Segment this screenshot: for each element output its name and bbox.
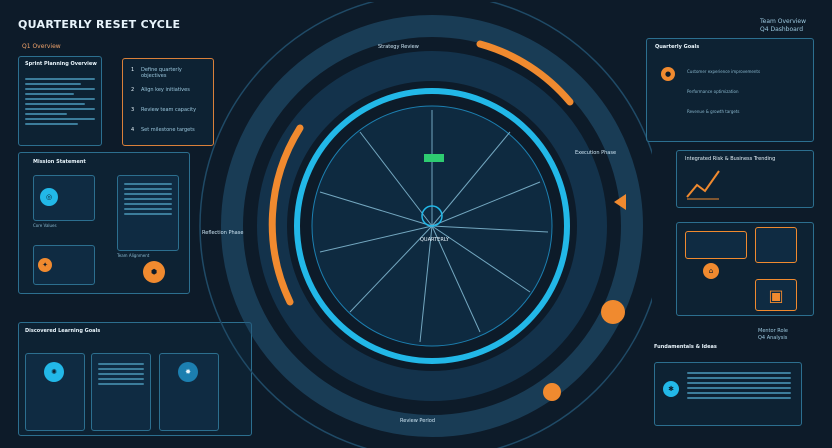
center-bottom-label: Review Period (400, 418, 436, 424)
page-title: QUARTERLY RESET CYCLE (18, 18, 181, 31)
left-orange-arc (268, 124, 304, 306)
goal-icon-1: ● (661, 67, 675, 81)
globe-icon: ◎ (40, 188, 58, 206)
outer-ring (199, 2, 652, 448)
spark-icon: ✸ (178, 362, 198, 382)
side-label: Mentor Role Q4 Analysis (758, 328, 788, 341)
fundamentals-title: Fundamentals & Ideas (654, 344, 717, 350)
goal-2: Performance optimization (687, 89, 739, 94)
step-2-label: Align key initiatives (141, 87, 190, 93)
step-3-number: 3 (131, 107, 135, 113)
mission-panel: Mission Statement ◎ Core Values ✦ Team A… (18, 152, 190, 294)
top-right-label: Team Overview Q4 Dashboard (760, 18, 807, 33)
learning-card-2 (91, 353, 151, 431)
risk-details-panel: ⌂ ▣ (676, 222, 814, 316)
planning-panel: Sprint Planning Overview (18, 56, 102, 146)
right-arrow-icon (614, 194, 626, 210)
mission-card-3: ✦ (33, 245, 95, 285)
inner-spokes (319, 110, 549, 343)
goals-title: Quarterly Goals (655, 44, 700, 50)
center-top-label: Strategy Review (378, 44, 419, 50)
hexagon-icon: ⬢ (143, 261, 165, 283)
target-icon: ✦ (38, 258, 52, 272)
step-1-label: Define quarterly objectives (141, 67, 182, 79)
risk-panel: Integrated Risk & Business Trending (676, 150, 814, 208)
mission-card-2-lines (124, 180, 172, 218)
learning-card-1: ✺ (25, 353, 85, 431)
orange-node-2 (543, 383, 561, 401)
center-left-label: Reflection Phase (202, 230, 244, 236)
step-3-label: Review team capacity (141, 107, 197, 113)
mission-card-1: ◎ (33, 175, 95, 221)
risk-card-1 (685, 231, 747, 259)
bulb-icon: ✱ (663, 381, 679, 397)
page-subtitle: Q1 Overview (22, 43, 61, 50)
step-4-number: 4 (131, 127, 135, 133)
network-icon: ✺ (44, 362, 64, 382)
steps-panel: 1 Define quarterly objectives 2 Align ke… (122, 58, 214, 146)
goal-1: Customer experience improvements (687, 69, 761, 74)
top-orange-arc (476, 40, 574, 106)
center-emblem-icon (421, 205, 443, 227)
center-label: QUARTERLY (420, 237, 449, 243)
learning-card-3: ✸ (159, 353, 219, 431)
planning-lines (25, 75, 95, 128)
center-right-label: Execution Phase (575, 150, 617, 156)
mission-item-2: Team Alignment (117, 253, 150, 258)
cycle-diagram (199, 2, 652, 448)
step-2-number: 2 (131, 87, 135, 93)
center-badge (424, 154, 444, 162)
goal-3: Revenue & growth targets (687, 109, 740, 114)
orange-node-1 (601, 300, 625, 324)
learning-panel: Discovered Learning Goals ✺ ✸ (18, 322, 252, 436)
learning-title: Discovered Learning Goals (25, 328, 101, 334)
planning-panel-title: Sprint Planning Overview (25, 61, 97, 67)
learning-card-2-lines (98, 360, 144, 388)
mission-title: Mission Statement (33, 159, 86, 165)
growth-chart-icon (686, 170, 720, 200)
risk-card-3: ▣ (755, 279, 797, 311)
risk-title: Integrated Risk & Business Trending (685, 156, 776, 162)
fundamentals-lines (687, 369, 791, 402)
goals-panel: Quarterly Goals ● Customer experience im… (646, 38, 814, 142)
step-1-number: 1 (131, 67, 135, 73)
mission-item-1: Core Values (33, 223, 57, 228)
home-icon: ⌂ (703, 263, 719, 279)
fundamentals-panel: ✱ (654, 362, 802, 426)
risk-card-2 (755, 227, 797, 263)
mission-card-2 (117, 175, 179, 251)
step-4-label: Set milestone targets (141, 127, 195, 133)
